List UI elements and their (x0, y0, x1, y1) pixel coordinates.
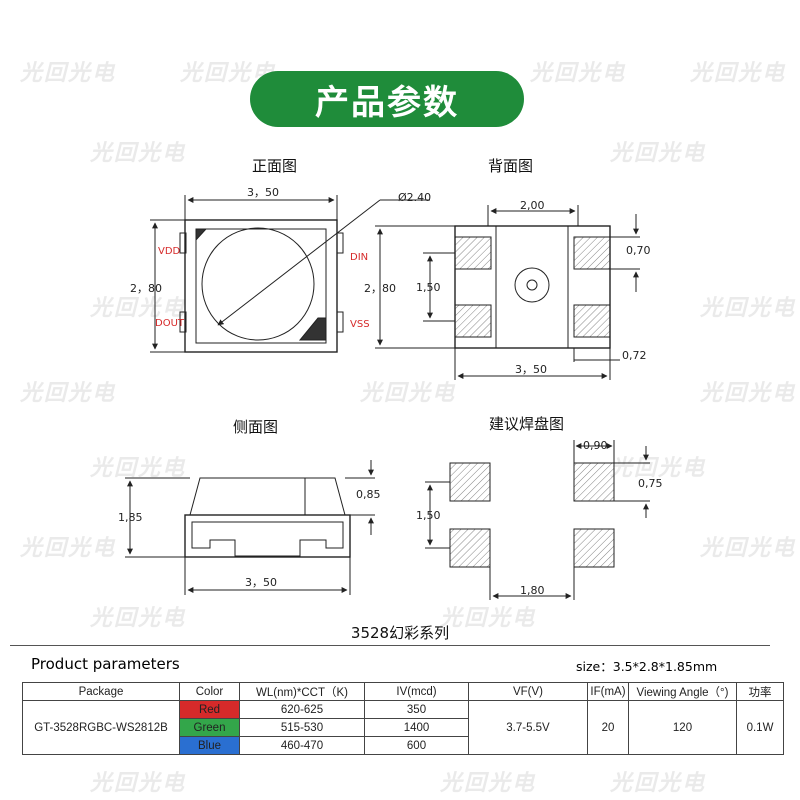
series-title: 3528幻彩系列 (350, 624, 450, 642)
watermark: 光回光电 (440, 606, 537, 631)
watermark: 光回光电 (90, 456, 187, 481)
watermark: 光回光电 (90, 296, 187, 321)
vf-cell: 3.7-5.5V (468, 700, 588, 755)
power-cell: 0.1W (736, 700, 784, 755)
header-angle: Viewing Angle（°) (628, 682, 737, 701)
pin-vdd-label: VDD (158, 246, 181, 257)
table-header-row: Package Color WL(nm)*CCT（K) IV(mcd) VF(V… (22, 682, 784, 701)
pad-height-label: 0,75 (638, 477, 663, 490)
pin-dout-label: DOUT (155, 318, 185, 329)
product-parameters-heading: Product parameters (31, 655, 180, 673)
front-height-label: 2，80 (130, 282, 162, 295)
color-cell-red: Red (179, 700, 240, 719)
wl-cell: 620-625 (239, 700, 365, 719)
watermark: 光回光电 (610, 771, 707, 796)
diameter-label: Ø2.40 (398, 191, 431, 204)
watermark: 光回光电 (90, 771, 187, 796)
back-pad-pitch-label: 1,50 (416, 281, 441, 294)
back-view-drawing (375, 205, 640, 380)
watermark: 光回光电 (20, 61, 117, 86)
pin-din-label: DIN (350, 252, 368, 263)
dimension-drawings: 3，50 2，80 Ø2.40 VDD DOUT DIN VSS 2,00 2，… (118, 186, 663, 600)
size-label: size：3.5*2.8*1.85mm (576, 659, 718, 674)
iv-cell: 350 (364, 700, 469, 719)
watermark: 光回光电 (610, 141, 707, 166)
front-view-drawing (150, 195, 430, 353)
watermark: 光回光电 (440, 771, 537, 796)
watermark: 光回光电 (90, 141, 187, 166)
pin-vss-label: VSS (350, 319, 370, 330)
iv-cell: 1400 (364, 718, 469, 737)
header-color: Color (179, 682, 240, 701)
pad-pitch-h-label: 1,80 (520, 584, 545, 597)
if-cell: 20 (587, 700, 629, 755)
header-power: 功率 (736, 682, 784, 701)
table-row: GT-3528RGBC-WS2812B Red 620-625 350 3.7-… (22, 700, 784, 755)
color-cell-green: Green (179, 718, 240, 737)
watermark: 光回光电 (700, 381, 797, 406)
table-row: Blue 460-470 600 (23, 736, 784, 755)
watermark: 光回光电 (700, 536, 797, 561)
back-width-label: 3，50 (515, 363, 547, 376)
watermark: 光回光电 (20, 381, 117, 406)
side-top-height-label: 0,85 (356, 488, 381, 501)
header-package: Package (22, 682, 180, 701)
section-title-banner: 产品参数 (250, 71, 524, 127)
header-if: IF(mA) (587, 682, 629, 701)
side-height-label: 1,85 (118, 511, 143, 524)
side-view-drawing (125, 460, 375, 595)
back-height-label: 2，80 (364, 282, 396, 295)
watermark: 光回光电 (20, 536, 117, 561)
wl-cell: 515-530 (239, 718, 365, 737)
watermark: 光回光电 (700, 296, 797, 321)
back-pad-offset-label: 0,72 (622, 349, 647, 362)
pad-width-label: 0,90 (583, 439, 608, 452)
side-view-title: 侧面图 (233, 418, 279, 436)
back-top-width-label: 2,00 (520, 199, 545, 212)
watermark: 光回光电 (360, 381, 457, 406)
pad-pitch-v-label: 1,50 (416, 509, 441, 522)
pad-view-title: 建议焊盘图 (489, 415, 565, 433)
divider (10, 645, 770, 646)
header-wl: WL(nm)*CCT（K) (239, 682, 365, 701)
header-vf: VF(V) (468, 682, 588, 701)
iv-cell: 600 (364, 736, 469, 755)
parameters-table: Package Color WL(nm)*CCT（K) IV(mcd) VF(V… (22, 682, 784, 755)
watermark: 光回光电 (610, 456, 707, 481)
back-view-title: 背面图 (488, 157, 534, 175)
watermark: 光回光电 (90, 606, 187, 631)
side-width-label: 3，50 (245, 576, 277, 589)
header-iv: IV(mcd) (364, 682, 469, 701)
wl-cell: 460-470 (239, 736, 365, 755)
back-pad-height-label: 0,70 (626, 244, 651, 257)
pad-view-drawing (425, 440, 650, 600)
front-view-title: 正面图 (252, 157, 298, 175)
color-cell-blue: Blue (179, 736, 240, 755)
watermark: 光回光电 (690, 61, 787, 86)
angle-cell: 120 (628, 700, 737, 755)
front-width-label: 3，50 (247, 186, 279, 199)
watermark: 光回光电 (530, 61, 627, 86)
package-cell: GT-3528RGBC-WS2812B (22, 700, 180, 755)
